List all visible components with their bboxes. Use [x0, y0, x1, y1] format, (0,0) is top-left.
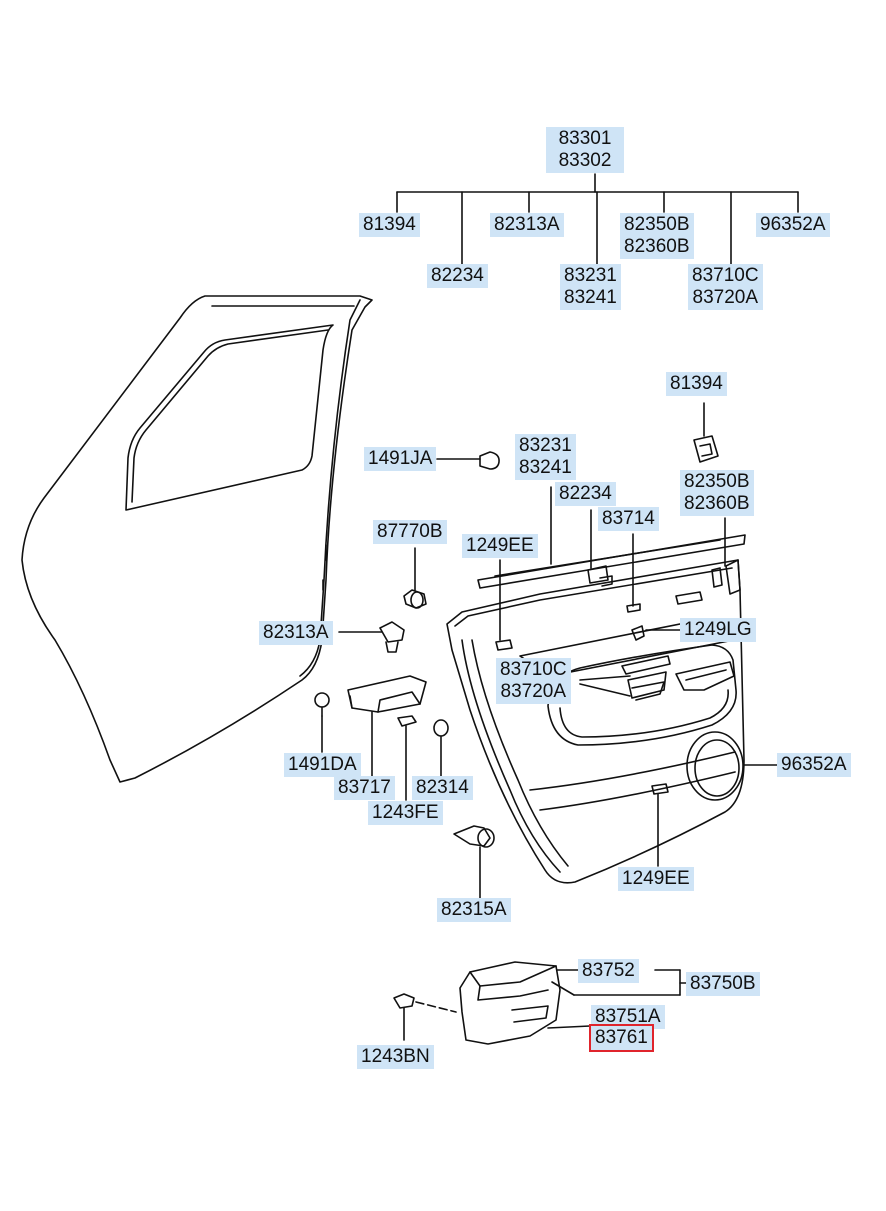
label-83231-83241-top: 83231 83241 — [560, 264, 621, 310]
label-1243FE: 1243FE — [368, 801, 443, 825]
label-81394-clip: 81394 — [666, 372, 727, 396]
label-82350B-82360B-top: 82350B 82360B — [620, 213, 694, 259]
door-shell — [21, 295, 373, 783]
label-1491DA: 1491DA — [284, 753, 361, 777]
label-83301-83302: 83301 83302 — [546, 127, 624, 173]
label-1249EE-upper: 1249EE — [462, 534, 538, 558]
label-1243BN: 1243BN — [357, 1045, 434, 1069]
label-83710C-83720A-top: 83710C 83720A — [688, 264, 763, 310]
label-83750B: 83750B — [686, 972, 760, 996]
label-81394-top: 81394 — [359, 213, 420, 237]
label-96352A-top: 96352A — [756, 213, 830, 237]
label-1249EE-lower: 1249EE — [618, 867, 694, 891]
tree-lines — [396, 173, 799, 265]
label-1491JA: 1491JA — [364, 447, 437, 471]
label-82314: 82314 — [412, 776, 473, 800]
label-87770B: 87770B — [373, 520, 447, 544]
leader-lines — [321, 402, 779, 1029]
label-82313A: 82313A — [259, 621, 333, 645]
pocket — [393, 961, 561, 1045]
label-83717: 83717 — [334, 776, 395, 800]
hardware — [314, 435, 719, 848]
label-83231-83241-mid: 83231 83241 — [515, 434, 576, 480]
label-83751A: 83751A — [591, 1005, 665, 1029]
label-83710C-83720A-mid: 83710C 83720A — [496, 658, 571, 704]
label-82350B-82360B-mid: 82350B 82360B — [680, 470, 754, 516]
label-83761-highlighted[interactable]: 83761 — [589, 1024, 654, 1052]
label-1249LG: 1249LG — [680, 618, 756, 642]
label-82234-top: 82234 — [427, 264, 488, 288]
label-82234-mid: 82234 — [555, 482, 616, 506]
label-82315A: 82315A — [437, 898, 511, 922]
label-82313A-top: 82313A — [490, 213, 564, 237]
label-96352A: 96352A — [777, 753, 851, 777]
label-83714: 83714 — [598, 507, 659, 531]
label-83752: 83752 — [578, 959, 639, 983]
